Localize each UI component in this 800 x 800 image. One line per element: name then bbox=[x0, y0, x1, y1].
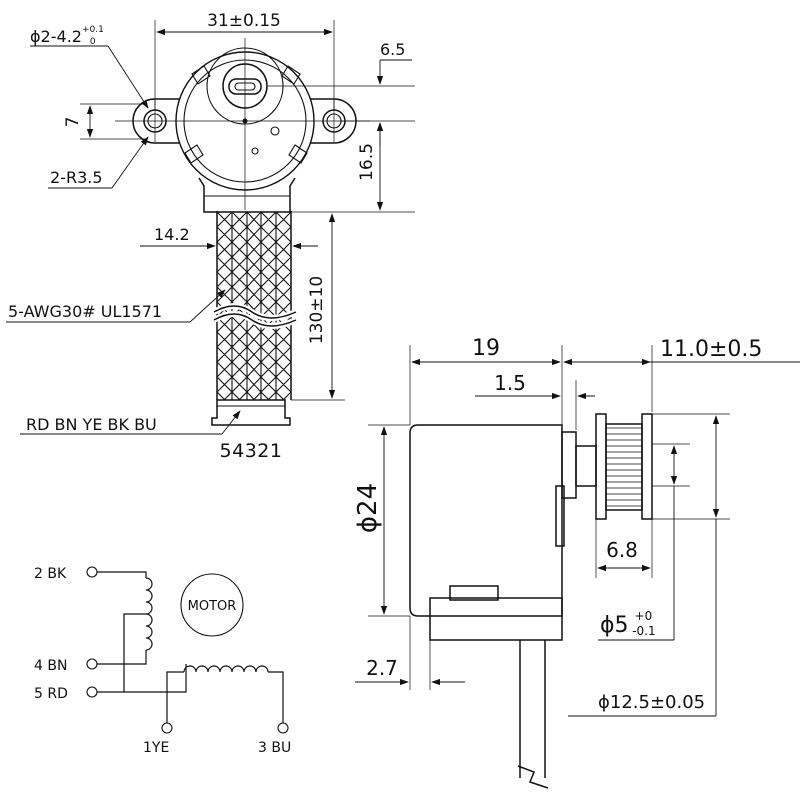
terminal-4 bbox=[86, 658, 98, 670]
pin-3-label: 3 BU bbox=[258, 740, 291, 756]
terminal-2 bbox=[86, 566, 98, 578]
side-cable bbox=[519, 640, 546, 778]
pin-4-label: 4 BN bbox=[34, 658, 67, 674]
motor-label: MOTOR bbox=[188, 599, 237, 614]
dim-gear-length: 11.0±0.5 bbox=[660, 337, 762, 362]
cable-spec-label: 5-AWG30# UL1571 bbox=[8, 302, 162, 321]
gear-teeth bbox=[605, 423, 643, 511]
side-view-dimensions: 19 11.0±0.5 1.5 ϕ24 ϕ12.5±0.05 ϕ5+0-0.1 bbox=[353, 336, 800, 717]
top-view bbox=[115, 38, 370, 426]
dim-side-length: 19 bbox=[472, 336, 500, 361]
dim-shaft-dia: ϕ5+0-0.1 bbox=[600, 609, 656, 638]
side-view bbox=[409, 413, 653, 789]
coil-horizontal bbox=[183, 665, 269, 673]
motor-symbol bbox=[180, 573, 244, 637]
dim-connector-width: 14.2 bbox=[154, 225, 190, 244]
dim-gear-dia: ϕ12.5±0.05 bbox=[598, 692, 705, 713]
gear-flange-left bbox=[595, 413, 607, 520]
terminal-5 bbox=[86, 686, 98, 698]
terminal-1 bbox=[161, 722, 173, 734]
side-motor-body bbox=[409, 424, 563, 617]
dim-base-thickness: 2.7 bbox=[366, 656, 398, 680]
dim-flange-thickness: 1.5 bbox=[494, 371, 526, 395]
dim-radius: 2-R3.5 bbox=[50, 168, 103, 187]
dim-cable-length: 130±10 bbox=[307, 276, 327, 344]
dim-hole-offset: 7 bbox=[63, 117, 83, 128]
pin-numbers-label: 54321 bbox=[220, 440, 283, 462]
dim-body-dia: ϕ24 bbox=[353, 483, 383, 533]
wire-colors-label: RD BN YE BK BU bbox=[26, 415, 157, 434]
pin-2-label: 2 BK bbox=[34, 566, 67, 582]
terminal-3 bbox=[277, 722, 289, 734]
shaft bbox=[575, 445, 597, 487]
wiring-schematic: 2 BK 4 BN 5 RD 1YE 3 BU MOTOR bbox=[34, 566, 291, 756]
gear-flange-right bbox=[641, 413, 653, 520]
gear-tooth-lines bbox=[606, 427, 642, 507]
dim-shaft-offset: 6.5 bbox=[380, 40, 405, 59]
coil-vertical bbox=[145, 577, 153, 651]
pin-5-label: 5 RD bbox=[34, 686, 68, 702]
dim-body-width: 31±0.15 bbox=[207, 11, 281, 31]
terminal-block bbox=[429, 597, 563, 641]
dim-gear-width: 6.8 bbox=[606, 538, 638, 562]
connector-housing bbox=[211, 399, 291, 426]
pin-1-label: 1YE bbox=[143, 740, 169, 756]
dim-height: 16.5 bbox=[357, 143, 377, 181]
